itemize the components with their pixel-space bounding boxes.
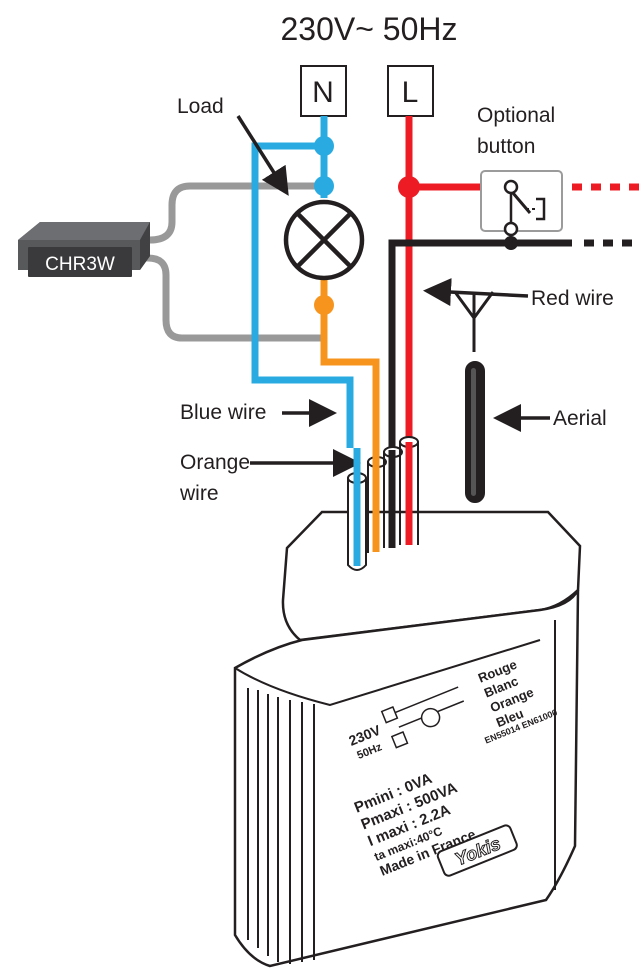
aerial-icon	[453, 291, 495, 503]
optional-button-label-2: button	[477, 135, 535, 158]
device-label: CHR3W	[45, 254, 115, 275]
orange-wire	[320, 277, 380, 456]
grey-wire-top	[138, 182, 324, 244]
blue-wire-label: Blue wire	[180, 401, 266, 424]
orange-wire-label-2: wire	[179, 482, 219, 505]
terminal-neutral: N	[300, 65, 347, 117]
push-button-icon	[480, 170, 563, 243]
terminal-neutral-label: N	[312, 76, 334, 109]
yokis-module: Rouge Blanc Orange Bleu 230V 50Hz Pmini …	[233, 436, 582, 968]
junction-load-bottom	[314, 295, 334, 315]
orange-wire-label-1: Orange	[180, 451, 250, 474]
aerial-label: Aerial	[553, 407, 607, 430]
junction-load-top	[314, 176, 334, 196]
supply-title: 230V~ 50Hz	[280, 11, 457, 47]
lamp-icon	[283, 199, 365, 281]
terminal-live-label: L	[402, 76, 419, 109]
junction-neutral	[314, 136, 334, 156]
terminal-live: L	[387, 65, 434, 117]
chr3w-device: CHR3W	[18, 222, 150, 277]
red-wire-label: Red wire	[531, 287, 614, 310]
optional-button-label-1: Optional	[477, 104, 555, 127]
grey-wire-bottom	[138, 254, 324, 342]
red-wire-arrow	[423, 278, 529, 307]
load-arrow	[236, 115, 289, 196]
load-label: Load	[177, 95, 224, 118]
junction-live	[398, 176, 420, 198]
